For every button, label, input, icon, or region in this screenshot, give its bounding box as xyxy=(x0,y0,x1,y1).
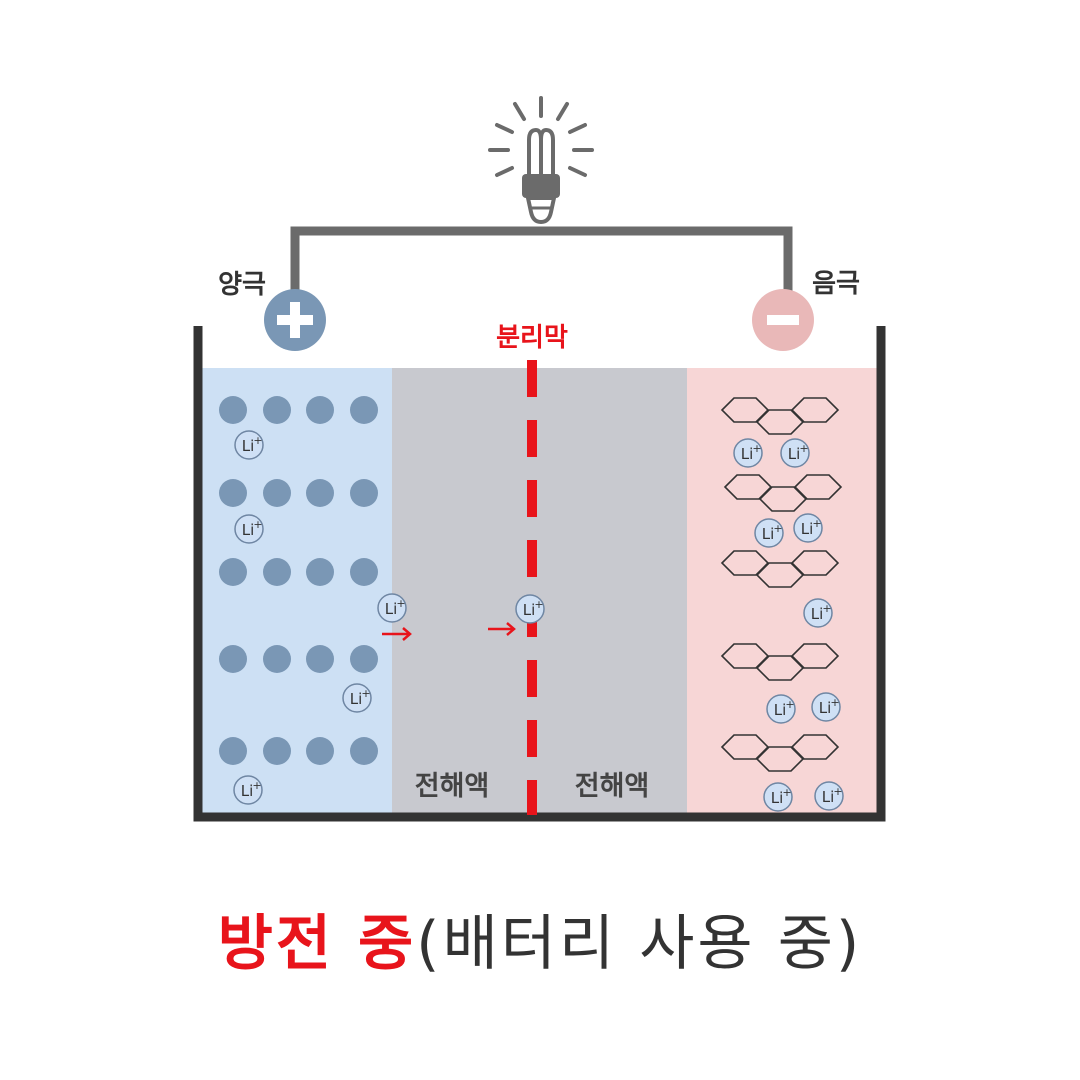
caption: 방전 중(배터리 사용 중) xyxy=(0,895,1080,982)
cathode-atom xyxy=(350,645,378,673)
anode-label: 음극 xyxy=(812,269,860,299)
cathode-atom xyxy=(219,645,247,673)
svg-text:+: + xyxy=(396,597,405,610)
svg-text:+: + xyxy=(252,779,261,792)
svg-text:+: + xyxy=(785,698,794,711)
light-bulb-icon xyxy=(488,96,594,225)
cathode-terminal xyxy=(264,289,326,351)
lithium-ion: Li+ xyxy=(793,513,823,543)
anode-terminal xyxy=(752,289,814,351)
ion-flow-arrow xyxy=(382,627,412,641)
cathode-atom xyxy=(219,479,247,507)
svg-text:Li: Li xyxy=(523,601,536,619)
electrolyte-region xyxy=(392,368,687,813)
svg-text:+: + xyxy=(830,696,839,709)
svg-text:Li: Li xyxy=(741,445,754,463)
graphite-layer xyxy=(720,734,840,772)
svg-text:+: + xyxy=(782,786,791,799)
circuit-wire xyxy=(290,226,793,292)
cathode-atom xyxy=(306,479,334,507)
lithium-ion: Li+ xyxy=(763,782,793,812)
cathode-label: 양극 xyxy=(218,270,266,300)
caption-detail: (배터리 사용 중) xyxy=(416,909,863,979)
lithium-ion: Li+ xyxy=(234,514,264,544)
graphite-layers xyxy=(720,397,843,772)
lithium-ion: Li+ xyxy=(766,694,796,724)
lithium-ion: Li+ xyxy=(780,438,810,468)
svg-text:Li: Li xyxy=(822,788,835,806)
cathode-atom xyxy=(350,558,378,586)
cathode-atom xyxy=(219,737,247,765)
lithium-ions: Li+Li+Li+Li+Li+Li+Li+Li+Li+Li+Li+Li+Li+L… xyxy=(233,430,844,812)
cathode-atom xyxy=(306,558,334,586)
cathode-atom xyxy=(219,396,247,424)
svg-text:+: + xyxy=(812,517,821,530)
lithium-ion: Li+ xyxy=(803,598,833,628)
cathode-atom xyxy=(219,558,247,586)
lithium-ion: Li+ xyxy=(814,781,844,811)
svg-text:Li: Li xyxy=(811,605,824,623)
cathode-atom xyxy=(263,396,291,424)
svg-text:Li: Li xyxy=(385,600,398,618)
svg-text:Li: Li xyxy=(350,690,363,708)
cathode-atom xyxy=(263,737,291,765)
svg-text:Li: Li xyxy=(762,525,775,543)
graphite-layer xyxy=(723,474,843,512)
electrolyte-label-left: 전해액 xyxy=(415,771,490,802)
lithium-ion: Li+ xyxy=(811,692,841,722)
lithium-ion: Li+ xyxy=(733,438,763,468)
ion-flow-arrows xyxy=(382,622,516,641)
anode-region xyxy=(687,368,877,813)
cathode-atom xyxy=(306,396,334,424)
svg-text:Li: Li xyxy=(819,699,832,717)
electrolyte-label-right: 전해액 xyxy=(575,771,650,802)
cathode-atom xyxy=(350,396,378,424)
separator-label: 분리막 xyxy=(496,323,568,353)
cathode-atom xyxy=(306,737,334,765)
svg-text:+: + xyxy=(773,522,782,535)
svg-text:+: + xyxy=(534,598,543,611)
cathode-atom xyxy=(263,479,291,507)
svg-text:Li: Li xyxy=(242,437,255,455)
svg-text:Li: Li xyxy=(242,521,255,539)
cathode-atom xyxy=(263,645,291,673)
caption-highlight: 방전 중 xyxy=(217,909,417,979)
cathode-atom xyxy=(350,737,378,765)
svg-text:Li: Li xyxy=(241,782,254,800)
lithium-ion: Li+ xyxy=(754,518,784,548)
ion-flow-arrow xyxy=(488,622,516,636)
svg-text:Li: Li xyxy=(788,445,801,463)
cathode-atom xyxy=(350,479,378,507)
graphite-layer xyxy=(720,397,840,435)
svg-text:+: + xyxy=(752,442,761,455)
svg-text:+: + xyxy=(361,687,370,700)
graphite-layer xyxy=(720,550,840,588)
svg-text:Li: Li xyxy=(801,520,814,538)
svg-text:Li: Li xyxy=(771,789,784,807)
lithium-ion: Li+ xyxy=(515,594,545,624)
svg-text:Li: Li xyxy=(774,701,787,719)
svg-text:+: + xyxy=(253,434,262,447)
svg-text:+: + xyxy=(799,442,808,455)
cathode-atom xyxy=(306,645,334,673)
cathode-atom xyxy=(263,558,291,586)
lithium-ion: Li+ xyxy=(377,593,407,623)
svg-text:+: + xyxy=(822,602,831,615)
svg-text:+: + xyxy=(253,518,262,531)
cathode-atom-lattice xyxy=(219,396,378,765)
battery-container xyxy=(193,326,886,822)
svg-text:+: + xyxy=(833,785,842,798)
lithium-ion: Li+ xyxy=(342,683,372,713)
lithium-ion: Li+ xyxy=(234,430,264,460)
lithium-ion: Li+ xyxy=(233,775,263,805)
graphite-layer xyxy=(720,643,840,681)
